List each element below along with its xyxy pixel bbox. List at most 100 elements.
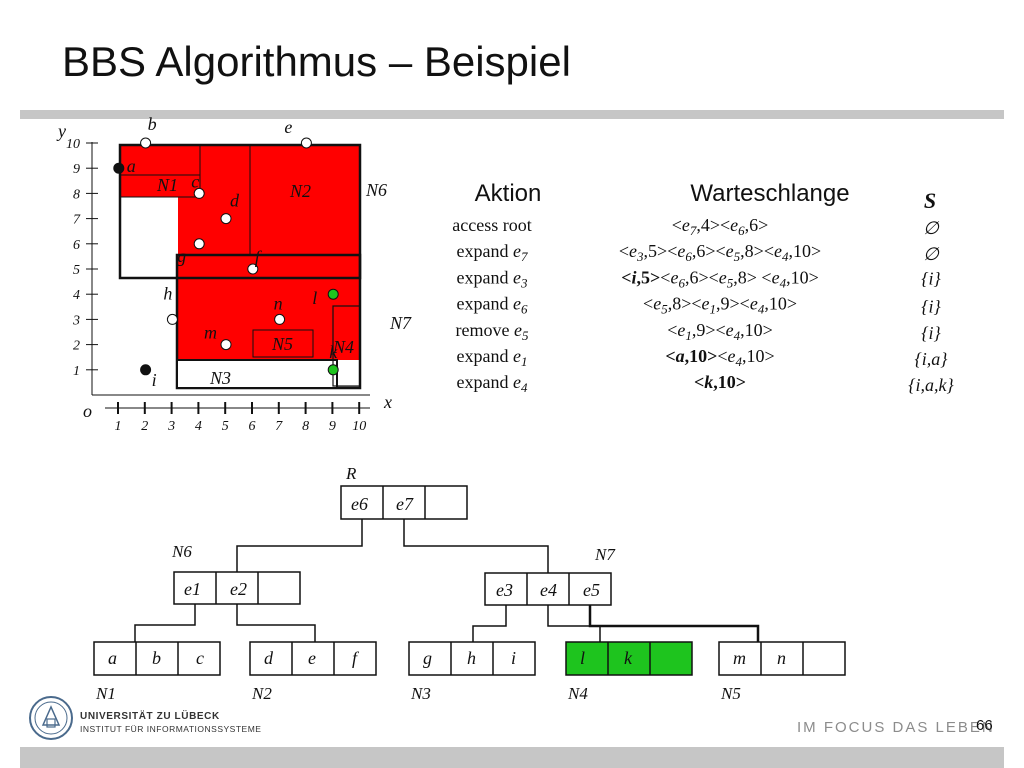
point-label-a: a (127, 156, 136, 176)
top-divider (20, 110, 1004, 119)
header-aktion: Aktion (475, 180, 542, 207)
row-queue-5: <a,10><e4,10> (665, 346, 774, 369)
mbr-n5-outline (252, 329, 314, 358)
bottom-divider (20, 747, 1004, 768)
edge-n6-n1 (134, 604, 196, 642)
x-tick-label: 10 (352, 419, 366, 434)
point-label-k: k (329, 342, 338, 362)
n6-entry-e2: e2 (230, 579, 247, 599)
point-label-d: d (230, 191, 240, 211)
leaf-node-n2 (249, 641, 377, 676)
leaf-entry-i: i (511, 648, 516, 668)
row-queue-3: <e5,8><e1,9><e4,10> (643, 294, 797, 317)
tree-root-label: R (345, 464, 357, 483)
x-tick-label: 4 (195, 419, 202, 434)
y-tick-label: 5 (73, 263, 80, 278)
row-action-4: remove e5 (456, 320, 529, 343)
row-action-0: access root (452, 215, 531, 235)
root-entry-e7: e7 (396, 494, 414, 514)
y-tick-label: 6 (73, 238, 80, 253)
region-label-n1: N1 (156, 175, 178, 195)
region-label-n3: N3 (209, 368, 231, 388)
university-name: UNIVERSITÄT ZU LÜBECK (80, 711, 220, 722)
point-a (113, 162, 125, 174)
point-label-m: m (204, 323, 217, 343)
leaf-label-n4: N4 (567, 684, 588, 703)
point-i (140, 364, 152, 376)
point-n (274, 313, 286, 325)
row-queue-6: <k,10> (694, 372, 746, 392)
region-label-n4: N4 (332, 337, 354, 357)
header-skyline: S (924, 188, 936, 213)
point-e (300, 137, 312, 149)
leaf-node-n3 (408, 641, 536, 676)
edge-root-n7 (403, 519, 549, 573)
y-tick-label: 9 (73, 162, 80, 177)
bbs-table: Aktion Warteschlange S access root<e7,4>… (452, 180, 954, 395)
point-k (327, 364, 339, 376)
x-tick-label: 3 (167, 419, 175, 434)
row-action-5: expand e1 (457, 346, 528, 369)
leaf-entry-f: f (352, 648, 360, 668)
x-tick-label: 6 (249, 419, 256, 434)
point-label-e: e (284, 117, 292, 137)
row-skyline-1: ∅ (923, 244, 940, 264)
y-tick-label: 1 (73, 364, 80, 379)
leaf-node-n4 (565, 641, 693, 676)
node-root (340, 485, 468, 520)
leaf-entry-b: b (152, 648, 161, 668)
row-skyline-5: {i,a} (915, 349, 949, 369)
point-label-b: b (148, 114, 157, 134)
row-skyline-2: {i} (921, 268, 941, 288)
n7-entry-e4: e4 (540, 580, 557, 600)
point-label-g: g (177, 246, 186, 266)
x-tick-label: 1 (115, 419, 122, 434)
region-label-n6: N6 (365, 180, 387, 200)
university-seal-icon (29, 696, 73, 740)
y-tick-label: 3 (72, 313, 80, 328)
institute-name: INSTITUT FÜR INFORMATIONSSYSTEME (80, 724, 262, 734)
x-tick-label: 7 (275, 419, 283, 434)
n6-entry-e1: e1 (184, 579, 201, 599)
point-label-c: c (191, 171, 199, 191)
leaf-entry-d: d (264, 648, 274, 668)
x-axis-label: x (383, 392, 392, 412)
edge-n6-n2 (236, 604, 316, 642)
leaf-node-n5 (718, 641, 846, 676)
x-tick-label: 8 (302, 419, 309, 434)
row-action-3: expand e6 (457, 294, 528, 317)
node-n7-label: N7 (594, 545, 616, 564)
point-l (327, 288, 339, 300)
slide-title: BBS Algorithmus – Beispiel (62, 38, 571, 85)
region-label-n5: N5 (271, 334, 293, 354)
y-tick-label: 7 (73, 213, 81, 228)
leaf-entry-l: l (580, 648, 585, 668)
region-label-n2: N2 (289, 181, 311, 201)
row-skyline-3: {i} (921, 297, 941, 317)
leaf-entry-g: g (423, 648, 432, 668)
slogan: IM FOCUS DAS LEBEN (797, 719, 995, 736)
point-m (220, 339, 232, 351)
mbr-n3-box (176, 359, 338, 389)
table-rows: access root<e7,4><e6,6>∅expand e7<e3,5><… (452, 215, 954, 395)
root-entry-e6: e6 (351, 494, 368, 514)
leaf-label-n2: N2 (251, 684, 272, 703)
plot-points (113, 137, 339, 376)
y-axis-label: y (56, 121, 66, 141)
point-label-h: h (163, 283, 172, 303)
leaf-label-n5: N5 (720, 684, 741, 703)
mbr-n3-fill (178, 255, 360, 360)
n7-entry-e5: e5 (583, 580, 600, 600)
point-label-f: f (255, 247, 263, 267)
region-label-n7: N7 (389, 313, 412, 333)
leaf-entry-k: k (624, 648, 633, 668)
row-skyline-4: {i} (921, 323, 941, 343)
point-b (140, 137, 152, 149)
leaf-entry-c: c (196, 648, 204, 668)
header-warteschlange: Warteschlange (690, 180, 849, 207)
